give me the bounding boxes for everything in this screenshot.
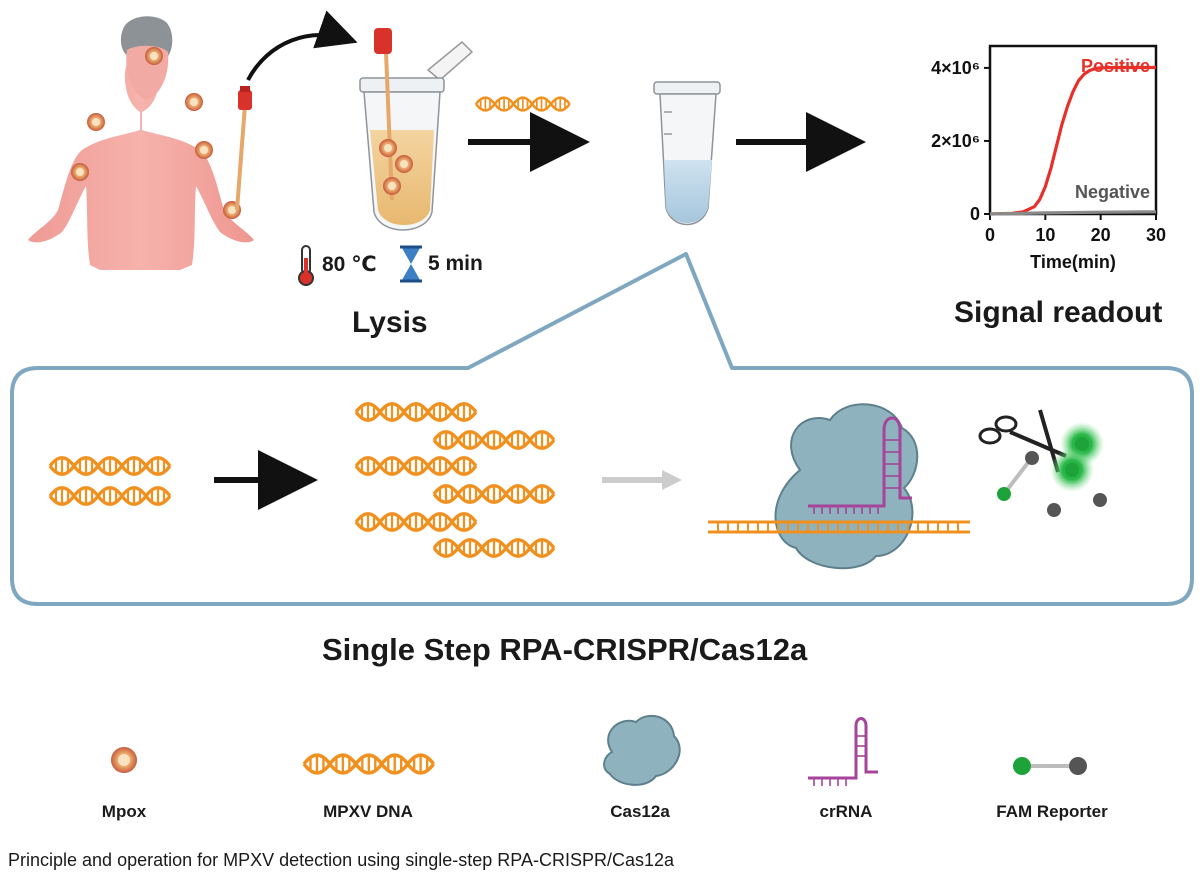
cas12a-complex-icon	[708, 403, 970, 570]
lysis-label: Lysis	[352, 306, 428, 339]
series-line-negative	[989, 210, 1157, 216]
thermometer-icon	[298, 245, 314, 286]
x-axis-label: Time(min)	[1030, 252, 1116, 272]
figure-caption: Principle and operation for MPXV detecti…	[8, 850, 674, 870]
series-label-positive: Positive	[1081, 56, 1150, 76]
legend-crrna-label: crRNA	[819, 802, 873, 821]
legend-dna-label: MPXV DNA	[323, 802, 413, 821]
x-tick-label: 0	[985, 225, 995, 245]
x-tick-label: 30	[1146, 225, 1166, 245]
x-tick-label: 20	[1091, 225, 1111, 245]
series-line-positive	[989, 65, 1156, 216]
series-label-negative: Negative	[1075, 182, 1150, 202]
reaction-tube-icon	[653, 81, 721, 226]
y-tick-label: 4×10⁶	[931, 58, 980, 78]
mpox-lesion-icon	[111, 747, 137, 773]
detection-arrowhead	[662, 470, 682, 490]
transfer-arrow	[246, 10, 358, 81]
cleaved-reporters	[997, 422, 1107, 517]
lysis-temperature: 80 ℃	[322, 253, 377, 276]
lysis-time: 5 min	[428, 252, 483, 275]
y-tick-label: 0	[970, 204, 980, 224]
dna-icon	[474, 96, 571, 112]
dna-icon	[302, 753, 436, 775]
hourglass-icon	[400, 245, 422, 283]
cas12a-protein-icon	[603, 714, 681, 786]
y-tick-label: 2×10⁶	[931, 131, 980, 151]
lysis-tube-icon	[359, 28, 474, 231]
legend-mpox-label: Mpox	[101, 802, 147, 821]
x-tick-label: 10	[1035, 225, 1055, 245]
crrna-icon	[808, 717, 878, 786]
signal-chart: 0 10 20 30 0 2×10⁶ 4×10⁶ Time(min) PositiveNegat…	[931, 44, 1166, 272]
scissors-icon	[978, 409, 1067, 473]
patient-figure	[28, 16, 254, 270]
fam-reporter-icon	[1013, 757, 1087, 775]
process-title: Single Step RPA-CRISPR/Cas12a	[322, 632, 808, 667]
swab-icon	[235, 86, 252, 211]
signal-readout-label: Signal readout	[954, 296, 1163, 329]
legend-fam-reporter-label: FAM Reporter	[996, 802, 1108, 821]
legend-cas12a-label: Cas12a	[610, 802, 670, 821]
